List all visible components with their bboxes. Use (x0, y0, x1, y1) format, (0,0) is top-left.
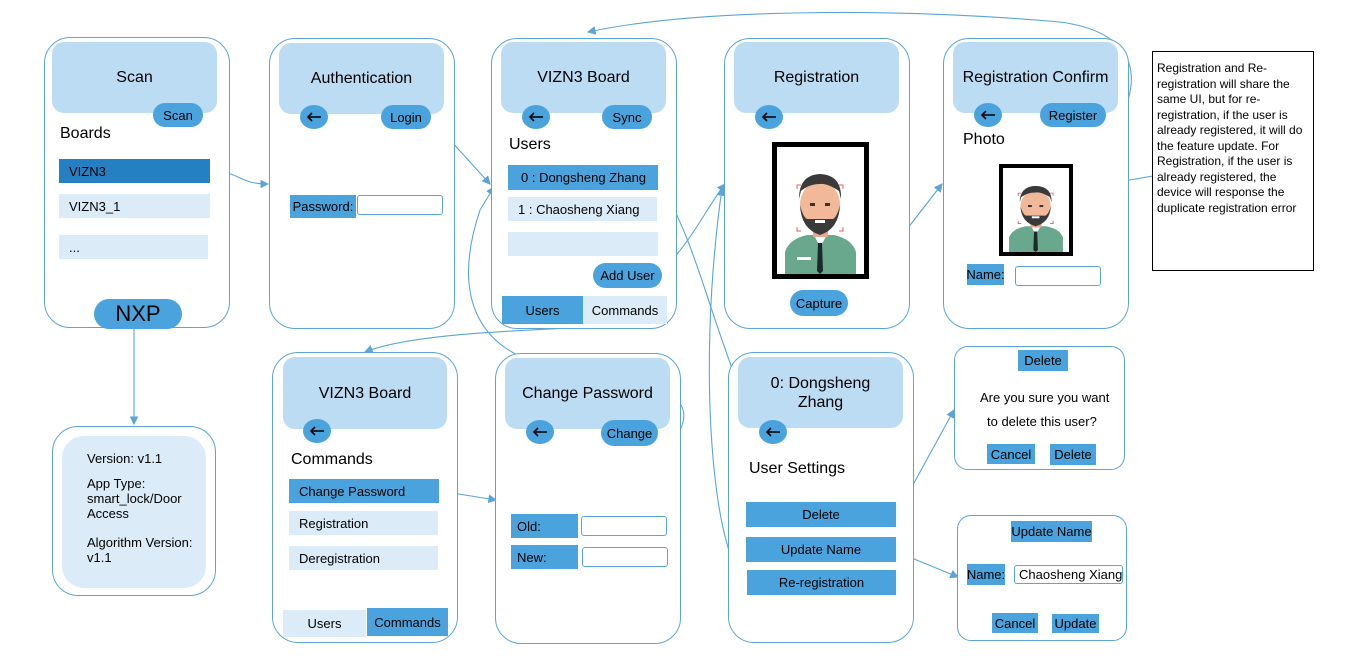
name-input[interactable] (1015, 266, 1101, 286)
update-name-input[interactable]: Chaosheng Xiang (1014, 565, 1123, 584)
tab-users[interactable]: Users (283, 610, 366, 637)
back-arrow-icon[interactable] (755, 105, 783, 129)
tab-commands[interactable]: Commands (367, 608, 448, 636)
update-cancel-button[interactable]: Cancel (992, 613, 1038, 633)
auth-header: Authentication (279, 43, 444, 114)
user-item-1[interactable]: 1 : Chaosheng Xiang (508, 197, 657, 221)
delete-message-line2: to delete this user? (987, 414, 1097, 429)
change-password-header: Change Password (505, 358, 670, 429)
commands-label: Commands (291, 451, 373, 468)
users-label: Users (509, 136, 551, 153)
captured-photo (999, 164, 1073, 256)
old-password-input[interactable] (581, 516, 667, 536)
board-item-more[interactable]: ... (59, 235, 208, 259)
camera-preview (772, 142, 869, 279)
add-user-button[interactable]: Add User (593, 263, 662, 288)
update-dialog-title: Update Name (1011, 521, 1092, 542)
user-settings-label: User Settings (749, 460, 846, 477)
delete-confirm-button[interactable]: Delete (1050, 444, 1096, 465)
photo-label: Photo (963, 131, 1005, 148)
board-users-header: VIZN3 Board (501, 42, 666, 113)
registration-header: Registration (734, 42, 899, 113)
command-registration[interactable]: Registration (289, 511, 438, 535)
boards-label: Boards (60, 125, 111, 142)
app-type-text: App Type: smart_lock/Door Access (87, 476, 182, 521)
update-name-button[interactable]: Update Name (746, 537, 896, 562)
delete-message-line1: Are you sure you want (980, 390, 1110, 405)
back-arrow-icon[interactable] (303, 419, 331, 443)
update-confirm-button[interactable]: Update (1052, 614, 1099, 633)
back-arrow-icon[interactable] (522, 105, 550, 129)
re-registration-button[interactable]: Re-registration (747, 570, 896, 595)
sync-button[interactable]: Sync (602, 105, 652, 129)
change-button[interactable]: Change (601, 420, 658, 446)
user-item-0[interactable]: 0 : Dongsheng Zhang (508, 165, 658, 190)
change-password-title: Change Password (522, 385, 653, 402)
command-change-password[interactable]: Change Password (289, 479, 439, 503)
scan-button[interactable]: Scan (153, 103, 203, 127)
version-text: Version: v1.1 (87, 451, 163, 466)
scan-header: Scan (52, 42, 217, 113)
scan-title: Scan (116, 69, 153, 86)
update-name-label: Name: (967, 564, 1005, 585)
user-settings-title: 0: Dongsheng Zhang (770, 374, 871, 411)
reg-confirm-title: Registration Confirm (962, 69, 1109, 86)
command-deregistration[interactable]: Deregistration (289, 546, 438, 570)
login-button[interactable]: Login (381, 105, 431, 129)
name-label: Name: (966, 264, 1005, 285)
capture-button[interactable]: Capture (790, 290, 848, 316)
info-box (62, 436, 206, 588)
delete-user-button[interactable]: Delete (746, 502, 896, 527)
algorithm-version-text: Algorithm Version: v1.1 (87, 535, 193, 565)
board-users-title: VIZN3 Board (537, 69, 630, 86)
face-avatar-icon (785, 174, 856, 274)
delete-cancel-button[interactable]: Cancel (987, 444, 1035, 464)
old-password-label: Old: (511, 514, 578, 538)
board-item-vizn3[interactable]: VIZN3 (59, 159, 210, 183)
auth-title: Authentication (310, 70, 413, 87)
new-password-input[interactable] (582, 547, 668, 567)
back-arrow-icon[interactable] (759, 420, 787, 444)
password-label: Password: (290, 195, 356, 218)
back-arrow-icon[interactable] (300, 105, 328, 129)
register-button[interactable]: Register (1040, 103, 1106, 127)
back-arrow-icon[interactable] (974, 103, 1002, 127)
back-arrow-icon[interactable] (526, 420, 554, 444)
new-password-label: New: (511, 545, 578, 569)
face-avatar-icon (1009, 185, 1063, 252)
user-settings-header: 0: Dongsheng Zhang (738, 357, 903, 428)
board-commands-title: VIZN3 Board (318, 384, 412, 402)
user-item-2[interactable] (508, 232, 658, 256)
tab-users[interactable]: Users (502, 296, 583, 324)
note-box: Registration and Re-registration will sh… (1152, 51, 1314, 271)
registration-title: Registration (773, 69, 860, 86)
tab-commands[interactable]: Commands (583, 296, 667, 324)
nxp-button[interactable]: NXP (94, 299, 182, 329)
reg-confirm-header: Registration Confirm (953, 42, 1118, 113)
note-text: Registration and Re-registration will sh… (1157, 61, 1303, 215)
board-commands-header: VIZN3 Board (283, 357, 447, 429)
password-input[interactable] (357, 195, 443, 215)
delete-dialog-title: Delete (1018, 350, 1068, 371)
board-item-vizn3-1[interactable]: VIZN3_1 (59, 194, 210, 218)
